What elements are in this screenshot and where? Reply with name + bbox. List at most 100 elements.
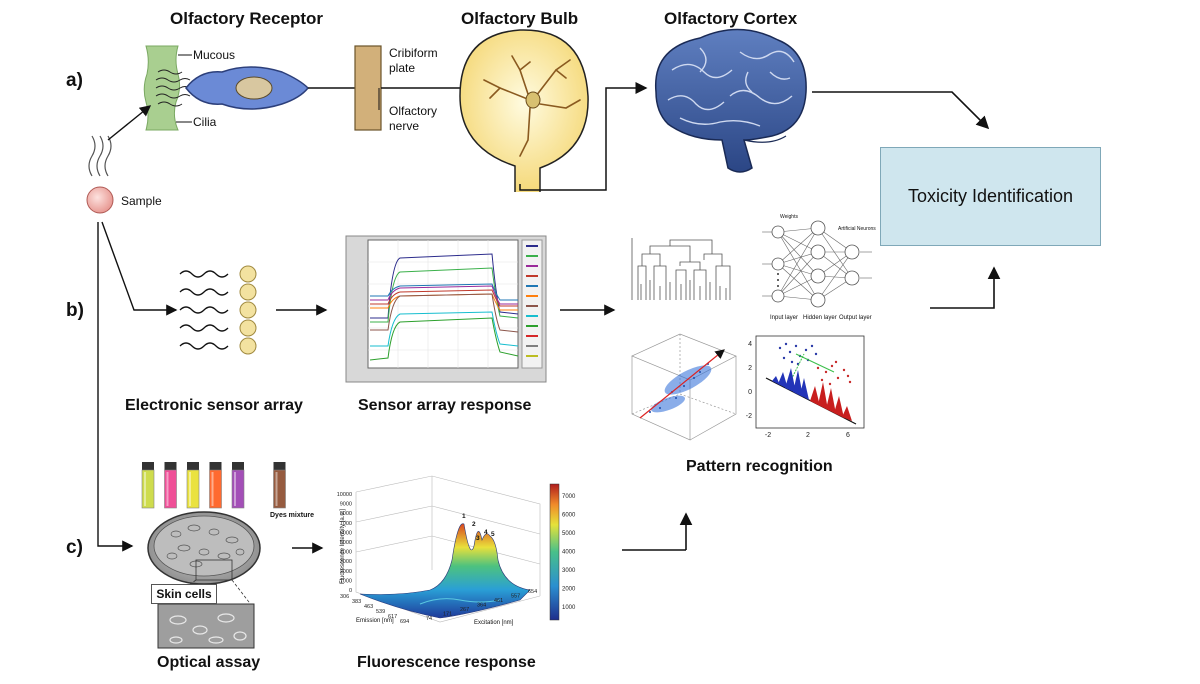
sample-droplet [86,186,114,214]
nn-output-layer-label: Output layer [839,315,872,321]
header-olfactory-receptor: Olfactory Receptor [170,9,324,28]
fluorescence-response-label: Fluorescence response [357,654,536,671]
cribriform-label-line1: Cribiform [389,46,438,60]
sensor-array-response-label: Sensor array response [358,397,532,414]
header-olfactory-cortex: Olfactory Cortex [664,9,798,28]
fluor-emission-tick: 463 [364,604,373,610]
colorbar-tick: 6000 [562,513,576,519]
nn-hidden-layer-label: Hidden layer [803,315,837,321]
skin-cells-label-box: Skin cells [151,584,217,604]
pattern-recognition-label: Pattern recognition [686,458,833,475]
fluor-excitation-tick: 74 [426,616,432,622]
brain [654,28,807,173]
fluor-emission-tick: 539 [376,609,385,615]
colorbar-tick: 1000 [562,605,576,611]
lda-scatter [755,335,865,429]
lda-y-tick: 2 [748,365,752,372]
nn-neurons-label: Artificial Neurons [838,226,876,232]
dye-vial [273,462,286,509]
fluor-emission-tick: 306 [340,594,349,600]
toxicity-identification-label: Toxicity Identification [907,186,1074,206]
fluor-z-tick: 1000 [340,578,352,584]
fluorescence-colorbar [549,483,560,621]
fluor-z-tick: 8000 [340,511,352,517]
fluor-z-tick: 4000 [340,550,352,556]
fluor-z-tick: 6000 [340,530,352,536]
row-label-a: a) [66,70,83,91]
dye-vial [209,462,222,509]
fluor-peak-label: 3 [476,535,480,542]
colorbar-tick: 4000 [562,550,576,556]
fluor-excitation-tick: 461 [494,598,503,604]
sensor-response-plot [345,235,547,383]
electronic-sensor-array-label: Electronic sensor array [125,397,303,414]
fluor-emission-tick: 383 [352,599,361,605]
olfactory-bulb [459,29,589,192]
fluor-z-tick: 2000 [340,569,352,575]
dye-vial [231,462,245,509]
fluor-z-tick: 9000 [340,502,352,508]
fluor-z-tick: 10000 [337,492,352,498]
row-label-b: b) [66,300,84,321]
bulb-to-cortex-path [519,82,648,191]
fluor-peak-label: 5 [491,531,495,538]
fluor-z-tick: 7000 [340,521,352,527]
cortex-to-output-arrow [812,91,990,130]
fluor-excitation-tick: 557 [511,594,520,600]
mucous-label: Mucous [193,48,236,62]
sensor-elements [239,265,257,355]
nn-weights-label: Weights [780,214,798,220]
nn-input-layer-label: Input layer [770,315,799,321]
lda-x-tick: 2 [806,432,810,439]
sample-to-receptor-arrow [107,105,152,141]
colorbar-tick: 3000 [562,568,576,574]
fluor-emission-axis-label: Emission [nm] [356,618,394,624]
pca-3d-scatter [631,333,737,441]
neural-network [762,220,872,308]
dye-vial [141,462,155,509]
dye-vial [186,462,200,509]
scatter-cloud [650,365,712,413]
fluor-excitation-tick: 171 [443,612,452,618]
cilia-label: Cilia [193,115,217,129]
toxicity-identification-box: Toxicity Identification [880,147,1101,246]
dendrogram [631,238,731,300]
fluor-excitation-tick: 654 [528,589,537,595]
dye-vial [164,462,177,509]
dyes-mixture-label: Dyes mixture [270,512,314,519]
lda-y-tick: 0 [748,389,752,396]
petri-dish [147,511,261,607]
sensor-waves [179,270,229,350]
fluor-z-tick: 5000 [340,540,352,546]
header-olfactory-bulb: Olfactory Bulb [461,9,579,28]
fluor-excitation-tick: 364 [477,603,486,609]
lda-x-tick: 6 [846,432,850,439]
row-label-c: c) [66,537,83,558]
skin-cells-label: Skin cells [156,587,212,601]
sample-to-optical-arrow [97,222,134,552]
fluor-peak-label: 1 [462,513,466,520]
dye-vials [141,462,286,509]
sample-vapor [88,135,112,177]
lda-x-tick: -2 [765,432,771,439]
optical-assay-label: Optical assay [157,654,261,671]
fluor-z-axis-label: Fluorescence Intensity [a.u.] [340,509,346,584]
fluor-emission-tick: 694 [400,619,409,625]
cribriform-plate [354,45,382,131]
fluor-excitation-axis-label: Excitation [nm] [474,620,514,626]
sample-label: Sample [121,194,162,208]
cribriform-label-line2: plate [389,61,416,75]
receptor-neuron [185,66,355,110]
pattern-to-output-arrow [930,266,1001,309]
fluor-emission-tick: 617 [388,614,397,620]
colorbar-tick: 5000 [562,531,576,537]
nerve-label-line1: Olfactory [389,104,438,118]
mucous-tissue [143,45,191,131]
fluor-z-tick: 3000 [340,559,352,565]
fluor-z-tick: 0 [349,588,352,594]
skin-cell-micrograph [157,603,255,649]
sample-to-sensor-arrow [101,221,178,316]
lda-y-tick: -2 [746,413,752,420]
colorbar-tick: 7000 [562,494,576,500]
